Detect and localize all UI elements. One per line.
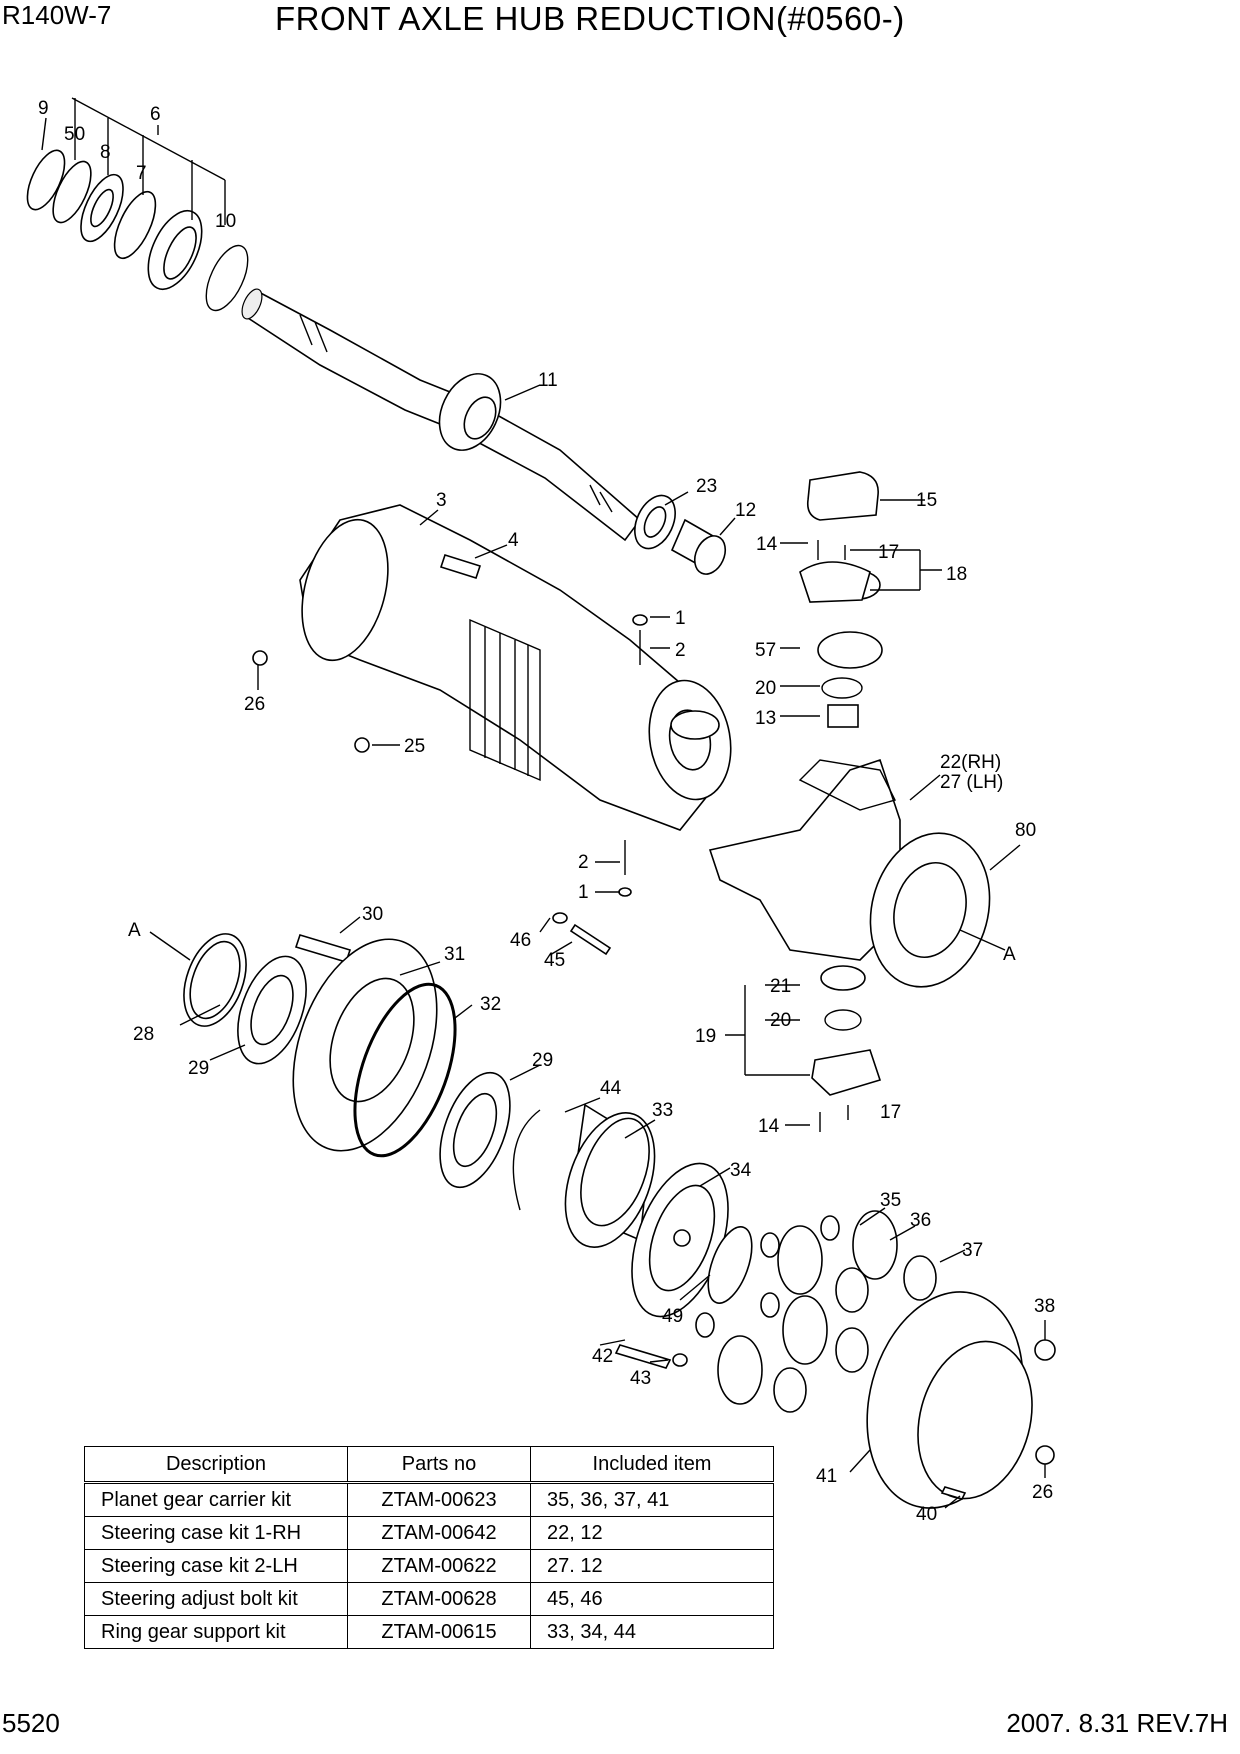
axle-shaft <box>241 288 642 542</box>
callout-A-left: A <box>128 920 141 941</box>
callout-18: 18 <box>946 564 967 585</box>
callout-33: 33 <box>652 1100 673 1121</box>
shaft-seal-parts-23-12 <box>634 494 727 575</box>
column-header-parts-no: Parts no <box>347 1446 531 1483</box>
callout-49: 49 <box>662 1306 683 1327</box>
callout-46: 46 <box>510 930 531 951</box>
callout-35: 35 <box>880 1190 901 1211</box>
row-included: 45, 46 <box>530 1582 774 1616</box>
callout-14-bottom: 14 <box>758 1116 780 1137</box>
callout-1-top: 1 <box>675 608 686 629</box>
axle-shaft-seal-group <box>26 149 249 312</box>
row-description: Steering case kit 2-LH <box>84 1549 348 1583</box>
callout-17-top: 17 <box>878 542 899 563</box>
callout-44: 44 <box>600 1078 622 1099</box>
callout-26-bottom: 26 <box>1032 1482 1053 1503</box>
row-description: Planet gear carrier kit <box>84 1482 348 1517</box>
callout-12: 12 <box>735 500 756 521</box>
callout-2-bottom: 2 <box>578 852 589 873</box>
row-parts-no: ZTAM-00642 <box>347 1516 531 1550</box>
king-pin-bottom-parts <box>811 965 882 1132</box>
callout-20-bottom: 20 <box>770 1010 791 1031</box>
callout-9: 9 <box>38 98 49 119</box>
callout-14-top: 14 <box>756 534 778 555</box>
table-row: Steering case kit 1-RH ZTAM-00642 22, 12 <box>84 1516 774 1550</box>
callout-10: 10 <box>215 211 236 232</box>
callout-25: 25 <box>404 736 425 757</box>
column-header-included: Included item <box>530 1446 774 1483</box>
row-parts-no: ZTAM-00623 <box>347 1482 531 1517</box>
row-included: 27. 12 <box>530 1549 774 1583</box>
callout-2-top: 2 <box>675 640 686 661</box>
callout-A-right: A <box>1003 944 1016 965</box>
table-header-row: Description Parts no Included item <box>84 1446 774 1483</box>
row-parts-no: ZTAM-00628 <box>347 1582 531 1616</box>
callout-15: 15 <box>916 490 937 511</box>
row-included: 35, 36, 37, 41 <box>530 1482 774 1517</box>
page-title: FRONT AXLE HUB REDUCTION(#0560-) <box>275 0 905 37</box>
callout-17-bottom: 17 <box>880 1102 901 1123</box>
axle-housing <box>252 504 732 897</box>
callout-41: 41 <box>816 1466 837 1487</box>
callout-42: 42 <box>592 1346 613 1367</box>
callout-38: 38 <box>1034 1296 1055 1317</box>
callout-50: 50 <box>64 124 85 145</box>
callout-1-bottom: 1 <box>578 882 589 903</box>
row-description: Steering case kit 1-RH <box>84 1516 348 1550</box>
callout-22-rh: 22(RH) <box>940 752 1001 773</box>
callout-23: 23 <box>696 476 717 497</box>
callout-7: 7 <box>136 163 147 184</box>
callout-80: 80 <box>1015 820 1036 841</box>
callout-21: 21 <box>770 976 791 997</box>
page-number: 5520 <box>2 1708 60 1738</box>
row-included: 33, 34, 44 <box>530 1615 774 1649</box>
callout-20-top: 20 <box>755 678 776 699</box>
callout-11: 11 <box>538 370 558 391</box>
callout-45: 45 <box>544 950 565 971</box>
callout-13: 13 <box>755 708 776 729</box>
steering-case <box>708 758 991 988</box>
callout-labels: 9 50 8 6 7 10 11 23 12 15 3 4 14 17 18 1… <box>38 98 1055 1525</box>
row-description: Ring gear support kit <box>84 1615 348 1649</box>
callout-29-right: 29 <box>532 1050 553 1071</box>
model-label: R140W-7 <box>2 0 112 30</box>
callout-19: 19 <box>695 1026 716 1047</box>
callout-32: 32 <box>480 994 501 1015</box>
callout-30: 30 <box>362 904 383 925</box>
row-parts-no: ZTAM-00622 <box>347 1549 531 1583</box>
column-header-description: Description <box>84 1446 348 1483</box>
callout-31: 31 <box>444 944 465 965</box>
planet-gear-set <box>695 1210 937 1413</box>
callout-37: 37 <box>962 1240 983 1261</box>
table-row: Steering adjust bolt kit ZTAM-00628 45, … <box>84 1582 774 1616</box>
table-row: Ring gear support kit ZTAM-00615 33, 34,… <box>84 1615 774 1649</box>
king-pin-top-parts <box>799 471 883 728</box>
callout-43: 43 <box>630 1368 651 1389</box>
callout-27-lh: 27 (LH) <box>940 772 1003 793</box>
callout-36: 36 <box>910 1210 931 1231</box>
kit-parts-table: Description Parts no Included item Plane… <box>84 1446 774 1649</box>
planet-carrier <box>614 1291 1056 1509</box>
leader-lines <box>41 97 1046 1509</box>
row-description: Steering adjust bolt kit <box>84 1582 348 1616</box>
callout-34: 34 <box>730 1160 752 1181</box>
callout-26-top: 26 <box>244 694 265 715</box>
callout-8: 8 <box>100 142 111 163</box>
callout-28: 28 <box>133 1024 154 1045</box>
callout-4: 4 <box>508 530 519 551</box>
steering-adjust-bolt <box>552 912 612 956</box>
callout-3: 3 <box>436 490 447 511</box>
table-row: Planet gear carrier kit ZTAM-00623 35, 3… <box>84 1482 774 1517</box>
callout-57: 57 <box>755 640 776 661</box>
callout-40: 40 <box>916 1504 937 1525</box>
callout-29-left: 29 <box>188 1058 209 1079</box>
table-row: Steering case kit 2-LH ZTAM-00622 27. 12 <box>84 1549 774 1583</box>
hub-reduction-parts <box>183 933 753 1318</box>
revision-date: 2007. 8.31 REV.7H <box>1006 1708 1228 1738</box>
callout-6: 6 <box>150 104 161 125</box>
row-parts-no: ZTAM-00615 <box>347 1615 531 1649</box>
row-included: 22, 12 <box>530 1516 774 1550</box>
